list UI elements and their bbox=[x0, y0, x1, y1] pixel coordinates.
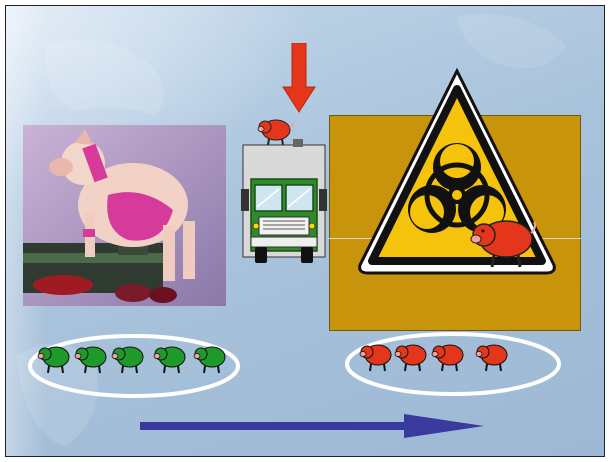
healthy-pig-row bbox=[36, 342, 236, 382]
red-down-arrow-icon bbox=[282, 43, 316, 113]
green-pig-icon bbox=[73, 342, 109, 376]
green-pig-icon bbox=[192, 342, 228, 376]
red-pig-icon bbox=[358, 340, 394, 374]
pig-treadmill-photo bbox=[23, 125, 226, 306]
green-pig-icon bbox=[152, 342, 188, 376]
red-pig-icon bbox=[474, 340, 510, 374]
green-pig-icon bbox=[110, 342, 146, 376]
garbage-truck-icon bbox=[241, 139, 327, 265]
sick-pig-row bbox=[358, 340, 538, 380]
red-pig-icon bbox=[468, 211, 540, 271]
red-pig-icon bbox=[393, 340, 429, 374]
red-pig-icon bbox=[430, 340, 466, 374]
slide bbox=[5, 5, 605, 457]
green-pig-icon bbox=[36, 342, 72, 376]
blue-right-arrow-icon bbox=[140, 414, 485, 438]
